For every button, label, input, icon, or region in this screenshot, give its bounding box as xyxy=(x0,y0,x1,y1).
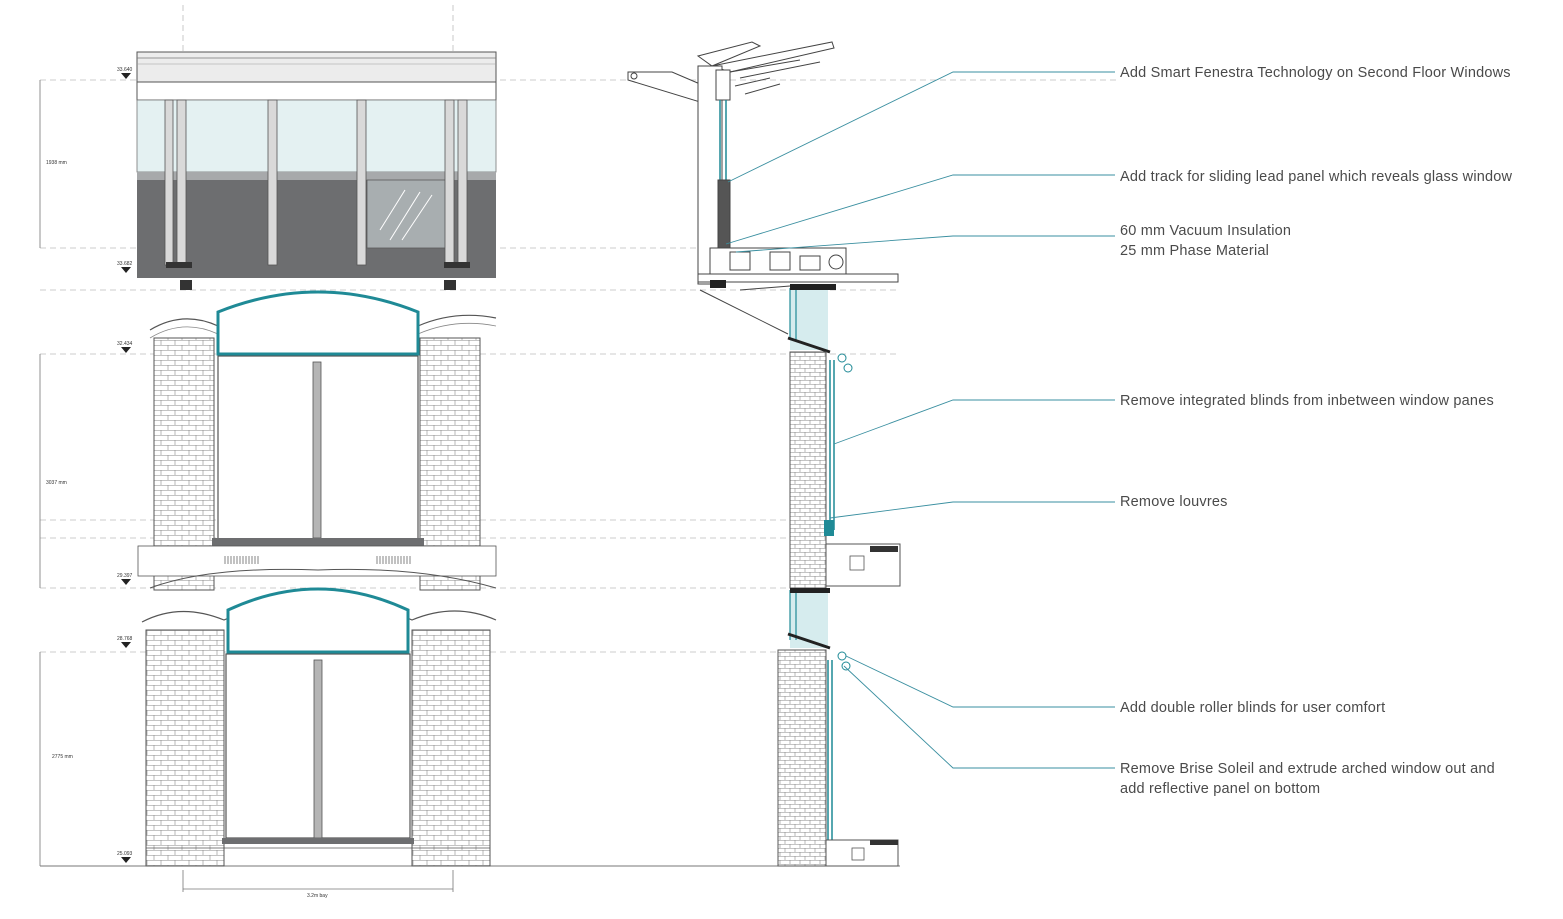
annotation-roller-blinds: Add double roller blinds for user comfor… xyxy=(1120,698,1385,718)
dim-label-1: 1938 mm xyxy=(46,160,67,166)
section-roof-assembly xyxy=(627,41,899,335)
annotation-line: Remove Brise Soleil and extrude arched w… xyxy=(1120,761,1495,777)
annotation-insulation: 60 mm Vacuum Insulation 25 mm Phase Mate… xyxy=(1120,221,1291,261)
annotation-line: Add track for sliding lead panel which r… xyxy=(1120,169,1513,185)
leader-lines xyxy=(725,71,1115,769)
bay-label: 3.2m bay xyxy=(307,893,328,899)
section-dark-block xyxy=(710,280,726,288)
annotation-line: 60 mm Vacuum Insulation xyxy=(1120,223,1292,239)
leader-roller-blinds xyxy=(845,655,1115,708)
annotation-line: add reflective panel on bottom xyxy=(1120,781,1321,797)
leader-louvres xyxy=(829,501,1115,519)
annotation-integrated-blinds: Remove integrated blinds from inbetween … xyxy=(1120,391,1494,411)
section-middle-floor xyxy=(787,284,901,589)
section-lower-floor xyxy=(777,588,899,867)
dim-label-3: 2775 mm xyxy=(52,754,73,760)
level-label-3: 32.434 xyxy=(117,341,133,347)
level-markers xyxy=(121,73,131,863)
level-label-6: 25.093 xyxy=(117,851,133,857)
level-label-5: 28.768 xyxy=(117,636,133,642)
leader-brise-soleil xyxy=(843,665,1115,769)
annotation-line: Remove integrated blinds from inbetween … xyxy=(1120,393,1494,409)
bay-dimension xyxy=(182,870,454,892)
level-label-1: 33.640 xyxy=(117,67,133,73)
leader-smart-fenestra xyxy=(727,71,1115,183)
elevation-lower-floor xyxy=(141,587,497,867)
annotation-line: Add Smart Fenestra Technology on Second … xyxy=(1120,65,1511,81)
annotation-smart-fenestra: Add Smart Fenestra Technology on Second … xyxy=(1120,63,1511,83)
leader-vacuum-insulation xyxy=(735,235,1115,253)
elevation-middle-floor xyxy=(137,290,497,591)
elevation-top-floor xyxy=(136,51,497,290)
annotation-line: Remove louvres xyxy=(1120,494,1228,510)
annotation-sliding-track: Add track for sliding lead panel which r… xyxy=(1120,167,1512,187)
leader-sliding-track xyxy=(725,174,1115,245)
annotation-line: 25 mm Phase Material xyxy=(1120,243,1270,259)
annotation-louvres: Remove louvres xyxy=(1120,492,1228,512)
leader-integrated-blinds xyxy=(833,399,1115,445)
level-label-2: 33.682 xyxy=(117,261,133,267)
annotation-brise-soleil: Remove Brise Soleil and extrude arched w… xyxy=(1120,759,1495,799)
dim-label-2: 3037 mm xyxy=(46,480,67,486)
level-label-4: 29.397 xyxy=(117,573,133,579)
annotation-line: Add double roller blinds for user comfor… xyxy=(1120,700,1386,716)
